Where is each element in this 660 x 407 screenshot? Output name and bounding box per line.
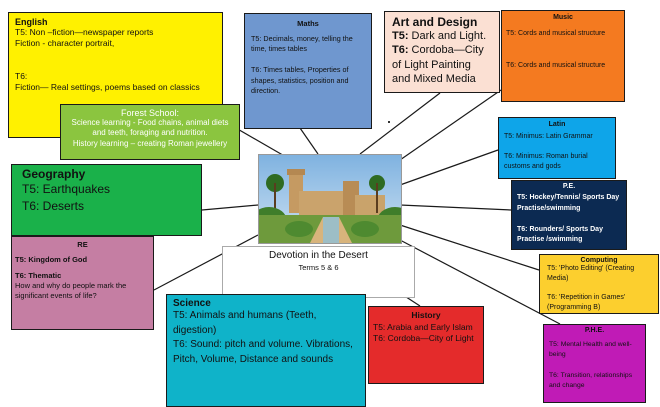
geography-heading: Geography bbox=[22, 167, 86, 181]
stray-dot bbox=[388, 121, 390, 123]
english-heading: English bbox=[15, 17, 48, 27]
pe-heading: P.E. bbox=[562, 183, 576, 190]
latin-box: Latin T5: Minimus: Latin Grammar T6: Min… bbox=[498, 117, 616, 179]
art-t6: T6: Cordoba—City of Light Painting and M… bbox=[392, 44, 484, 85]
center-title: Devotion in the Desert bbox=[269, 250, 368, 261]
geography-body: T5: Earthquakes T6: Deserts bbox=[22, 182, 111, 213]
center-subtitle: Terms 5 & 6 bbox=[298, 263, 339, 272]
english-body: T5: Non –fiction—newspaper reports Ficti… bbox=[15, 27, 200, 93]
maths-box: Maths T5: Decimals, money, telling the t… bbox=[244, 13, 372, 129]
connector-pe bbox=[399, 204, 512, 211]
phe-box: P.H.E. T5: Mental Health and well-being … bbox=[543, 324, 646, 403]
connector-computing bbox=[399, 224, 540, 271]
history-heading: History bbox=[411, 310, 441, 320]
connector-geography bbox=[201, 204, 259, 211]
history-box: History T5: Arabia and Early Islam T6: C… bbox=[368, 306, 484, 384]
central-photo bbox=[258, 154, 402, 244]
re-t6: T6: Thematic bbox=[15, 271, 62, 281]
re-body: How and why do people mark the significa… bbox=[15, 281, 127, 301]
history-body: T5: Arabia and Early Islam T6: Cordoba—C… bbox=[373, 322, 474, 344]
connector-phe bbox=[399, 239, 561, 325]
connector-music bbox=[399, 89, 502, 161]
forest-school-body: Science learning - Food chains, animal d… bbox=[71, 118, 229, 148]
music-body: T5: Cords and musical structure T6: Cord… bbox=[506, 30, 606, 69]
maths-body: T5: Decimals, money, telling the time, t… bbox=[251, 34, 353, 96]
forest-school-heading: Forest School: bbox=[120, 108, 180, 118]
computing-box: Computing T5: 'Photo Editing' (Creating … bbox=[539, 254, 659, 314]
latin-heading: Latin bbox=[548, 121, 566, 128]
connector-latin bbox=[399, 149, 499, 186]
computing-body: T5: 'Photo Editing' (Creating Media) T6:… bbox=[547, 265, 635, 312]
science-body: T5: Animals and humans (Teeth, digestion… bbox=[173, 310, 353, 365]
center-title-box: Devotion in the Desert Terms 5 & 6 bbox=[222, 246, 415, 298]
art-box: Art and Design T5: Dark and Light. T6: C… bbox=[384, 11, 500, 93]
re-heading: RE bbox=[77, 240, 88, 249]
maths-heading: Maths bbox=[297, 19, 319, 28]
art-heading: Art and Design bbox=[392, 15, 478, 29]
science-heading: Science bbox=[173, 298, 211, 309]
pe-box: P.E. T5: Hockey/Tennis/ Sports Day Pract… bbox=[511, 180, 627, 250]
latin-body: T5: Minimus: Latin Grammar T6: Minimus: … bbox=[504, 133, 593, 171]
music-box: Music T5: Cords and musical structure T6… bbox=[501, 10, 625, 102]
pe-body: T5: Hockey/Tennis/ Sports Day Practise/s… bbox=[517, 194, 620, 243]
geography-box: Geography T5: Earthquakes T6: Deserts bbox=[11, 164, 202, 236]
connector-maths bbox=[299, 127, 319, 155]
forest-school-box: Forest School: Science learning - Food c… bbox=[60, 104, 240, 160]
connector-re bbox=[153, 234, 259, 291]
connector-art bbox=[359, 92, 441, 155]
computing-heading: Computing bbox=[580, 257, 618, 264]
phe-body: T5: Mental Health and well-being T6: Tra… bbox=[549, 341, 633, 389]
science-box: Science T5: Animals and humans (Teeth, d… bbox=[166, 294, 366, 407]
art-t5: T5: Dark and Light. bbox=[392, 30, 487, 42]
phe-heading: P.H.E. bbox=[584, 327, 605, 334]
re-t5: T5: Kingdom of God bbox=[15, 255, 88, 264]
music-heading: Music bbox=[553, 14, 573, 21]
re-box: RE T5: Kingdom of God T6: Thematic How a… bbox=[11, 236, 154, 330]
